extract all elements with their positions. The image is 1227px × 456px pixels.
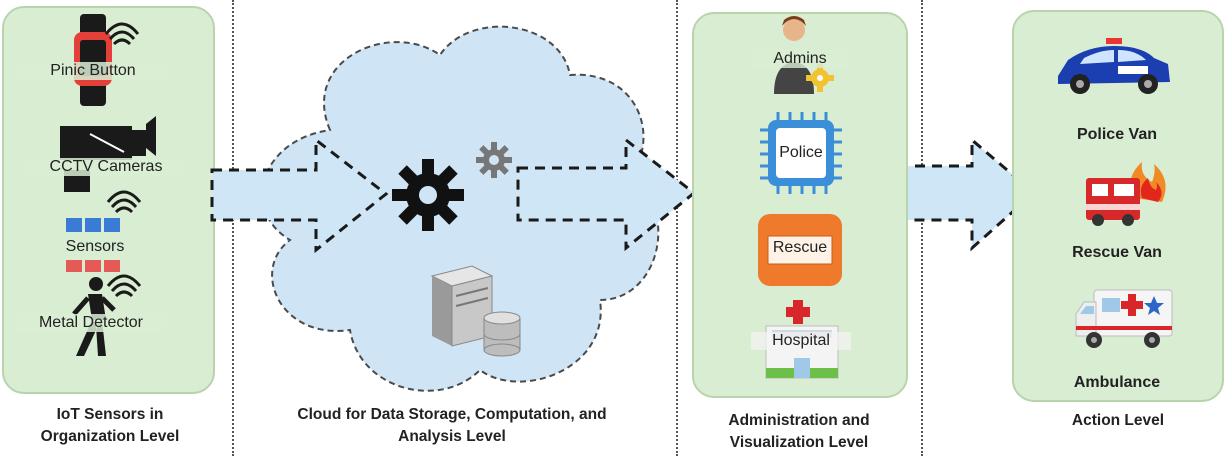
iot-item-label-sensors: Sensors	[65, 238, 125, 255]
ambulance-icon	[1075, 289, 1173, 348]
chip-icon	[760, 112, 842, 194]
small-gear-icon	[476, 142, 512, 178]
rescue-box-icon	[758, 214, 842, 286]
gear-icon	[392, 159, 464, 231]
action-item-label-ambulance: Ambulance	[1073, 374, 1161, 391]
iot-item-label-cctv: CCTV Cameras	[26, 158, 186, 176]
sensor-blocks-icon	[66, 190, 142, 272]
admin-item-label-admins: Admins	[750, 50, 850, 68]
cloud-caption-line-1: Cloud for Data Storage, Computation, and	[297, 406, 607, 423]
iot-caption-line-2: Organization Level	[40, 428, 180, 445]
database-icon	[483, 311, 521, 357]
separator-1	[232, 0, 234, 456]
police-car-icon	[1058, 38, 1170, 94]
action-item-label-police-van: Police Van	[1076, 126, 1158, 143]
fire-truck-icon	[1086, 162, 1166, 226]
admin-item-label-rescue: Rescue	[772, 239, 828, 256]
admin-item-label-police: Police	[779, 144, 823, 161]
separator-3	[921, 0, 923, 456]
iot-caption-line-1: IoT Sensors in	[56, 406, 164, 423]
action-caption: Action Level	[1071, 412, 1165, 429]
iot-item-label-panic: Pinic Button	[18, 62, 168, 80]
admin-item-label-hospital: Hospital	[751, 332, 851, 350]
iot-caption: IoT Sensors in Organization Level	[0, 404, 220, 448]
admin-caption-line-2: Visualization Level	[729, 434, 869, 451]
cloud-caption: Cloud for Data Storage, Computation, and…	[232, 404, 672, 448]
admin-caption: Administration and Visualization Level	[684, 410, 914, 454]
separator-2	[676, 0, 678, 456]
cctv-camera-icon	[60, 116, 156, 192]
admin-caption-line-1: Administration and	[728, 412, 870, 429]
cloud-caption-line-2: Analysis Level	[398, 428, 506, 445]
action-item-label-rescue-van: Rescue Van	[1072, 244, 1162, 261]
iot-item-label-metal-detector: Metal Detector	[16, 314, 166, 332]
admin-person-icon	[774, 16, 834, 94]
server-icon	[430, 265, 494, 347]
